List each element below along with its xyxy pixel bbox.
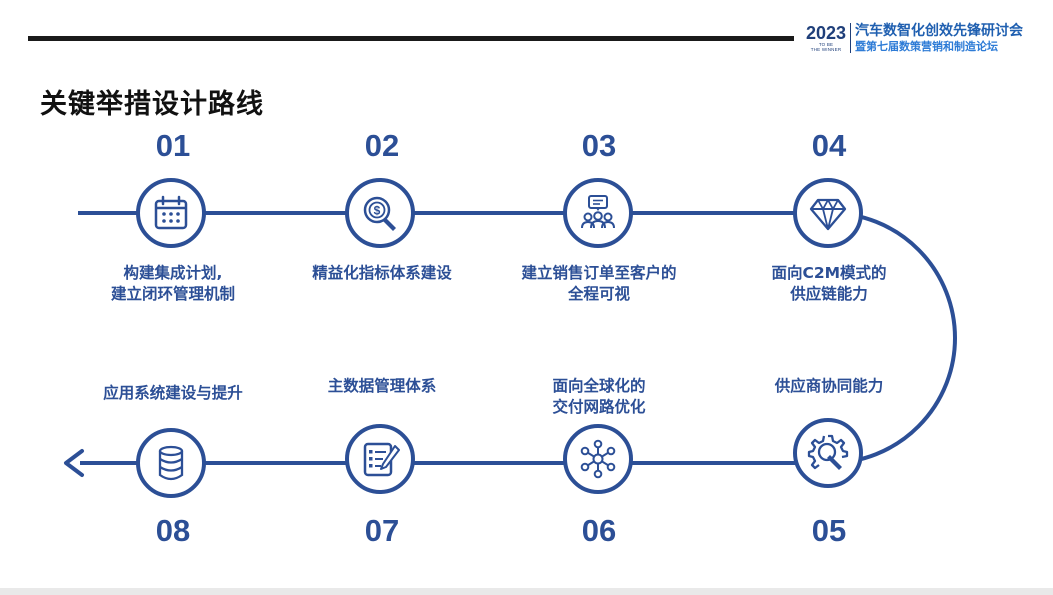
step-label-06-line-1: 面向全球化的: [552, 377, 646, 395]
step-label-04: 面向C2M模式的 供应链能力: [729, 263, 929, 305]
network-icon: [580, 439, 616, 479]
diamond-icon: [809, 198, 847, 231]
step-circle-05: [793, 418, 863, 488]
step-number-05: 05: [811, 513, 847, 548]
gear-wrench-icon: [807, 434, 849, 470]
roadmap-path: [78, 211, 957, 465]
step-number-06: 06: [581, 513, 617, 548]
step-label-08: 应用系统建设与提升: [73, 383, 273, 404]
svg-text:$: $: [374, 204, 381, 218]
step-label-02-line-1: 精益化指标体系建设: [312, 264, 452, 282]
logo-event-name: 汽车数智化创效先锋研讨会: [855, 23, 1024, 39]
step-label-06: 面向全球化的 交付网路优化: [499, 376, 699, 418]
step-number-08: 08: [155, 513, 191, 548]
step-label-03-line-1: 建立销售订单至客户的: [521, 264, 677, 282]
logo-year-block: 2023 TO BE THE WINNER: [806, 24, 846, 52]
step-number-01: 01: [155, 128, 191, 163]
logo-text-block: 汽车数智化创效先锋研讨会 暨第七届数策营销和制造论坛: [855, 22, 1023, 54]
step-circle-06: [563, 424, 633, 494]
step-circle-07: [345, 424, 415, 494]
arrow-head-icon: [64, 449, 84, 477]
step-circle-03: [563, 178, 633, 248]
logo-year: 2023: [806, 23, 847, 43]
logo-sub-line-2: THE WINNER: [810, 47, 842, 52]
calendar-icon: [154, 195, 188, 230]
step-label-06-line-2: 交付网路优化: [552, 398, 646, 416]
step-circle-08: [136, 428, 206, 498]
step-label-05-line-1: 供应商协同能力: [774, 377, 884, 395]
step-label-02: 精益化指标体系建设: [282, 263, 482, 284]
bottom-strip: [0, 588, 1053, 595]
event-logo: 2023 TO BE THE WINNER 汽车数智化创效先锋研讨会 暨第七届数…: [806, 18, 1023, 58]
step-label-04-line-1: 面向C2M模式的: [771, 264, 887, 282]
step-number-07: 07: [364, 513, 400, 548]
step-circle-01: [136, 178, 206, 248]
step-number-02: 02: [364, 128, 400, 163]
step-circle-02: $: [345, 178, 415, 248]
database-icon: [158, 445, 184, 481]
team-chat-icon: [581, 195, 615, 229]
step-number-04: 04: [811, 128, 847, 163]
step-label-08-line-1: 应用系统建设与提升: [103, 384, 243, 402]
step-label-07: 主数据管理体系: [282, 376, 482, 397]
step-label-07-line-1: 主数据管理体系: [327, 377, 437, 395]
step-label-01-line-1: 构建集成计划,: [123, 264, 223, 282]
logo-event-subtitle: 暨第七届数策营销和制造论坛: [855, 40, 999, 53]
step-label-03-line-2: 全程可视: [567, 285, 630, 303]
logo-divider: [850, 23, 852, 53]
checklist-icon: [363, 442, 400, 477]
slide-title: 关键举措设计路线: [40, 89, 264, 120]
step-label-03: 建立销售订单至客户的 全程可视: [499, 263, 699, 305]
step-label-01-line-2: 建立闭环管理机制: [110, 285, 235, 303]
step-circle-04: [793, 178, 863, 248]
logo-sub-line-1: TO BE: [818, 42, 834, 47]
step-number-03: 03: [581, 128, 617, 163]
dollar-search-icon: $: [363, 196, 396, 231]
top-divider-bar: [28, 36, 794, 41]
step-label-04-line-2: 供应链能力: [790, 285, 868, 303]
step-label-01: 构建集成计划, 建立闭环管理机制: [73, 263, 273, 305]
step-label-05: 供应商协同能力: [729, 376, 929, 397]
